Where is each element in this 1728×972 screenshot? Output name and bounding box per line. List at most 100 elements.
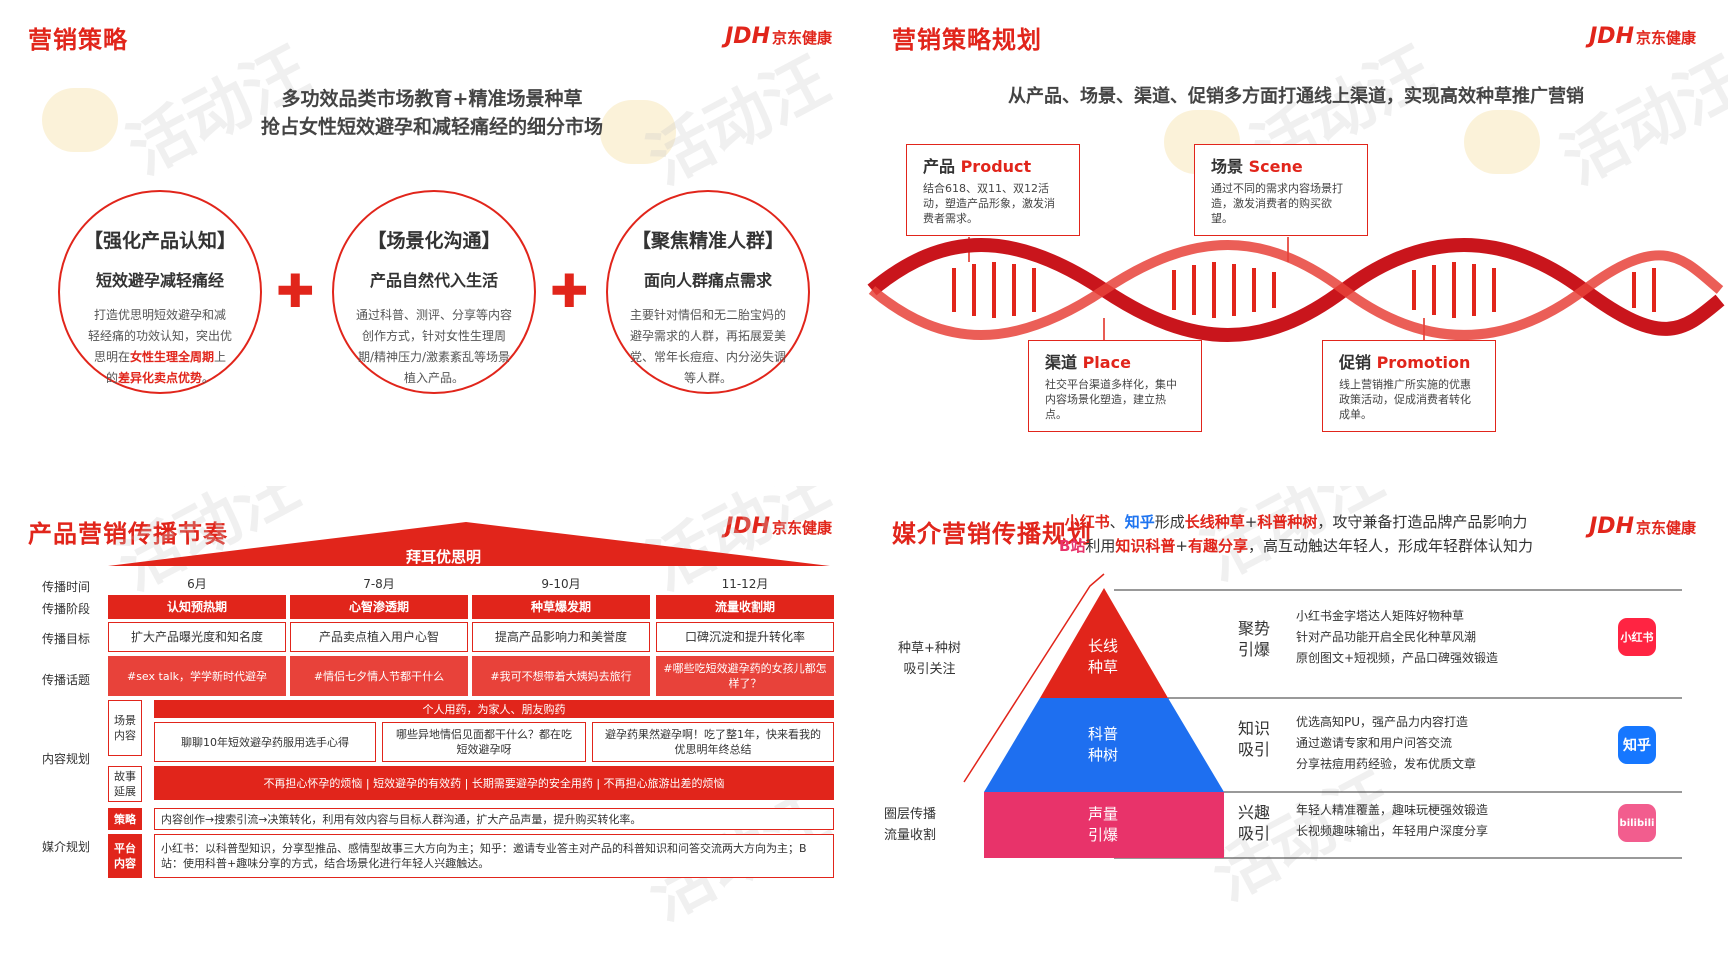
subtitle-line2: 抢占女性短效避孕和减轻痛经的细分市场 [260,116,603,138]
circle-target-audience: 【聚焦精准人群】 面向人群痛点需求 主要针对情侣和无二胎宝妈的避孕需求的人群，再… [606,190,810,394]
circle-heading: 【聚焦精准人群】 [631,230,784,252]
roof-title: 拜耳优思明 [406,548,482,566]
tier-lines: 小红书金字塔达人矩阵好物种草针对产品功能开启全民化种草风潮原创图文+短视频，产品… [1296,609,1499,665]
bilibili-icon: bilibili [1618,804,1656,842]
tier-lines: 年轻人精准覆盖，趣味玩梗强效锻造长视频趣味输出，年轻用户深度分享 [1296,803,1489,838]
stage-cell: 流量收割期 [656,595,834,619]
month-cell: 11-12月 [721,576,769,591]
circle-description: 打造优思明短效避孕和减 轻经痛的功效认知，突出优 思明在女性生理全周期上 的差异… [87,308,232,385]
pyramid-label-middle: 科普 种树 [1088,725,1119,764]
row-label-media: 媒介规划 [42,840,91,854]
tier-name: 知识 吸引 [1238,719,1271,759]
month-cell: 9-10月 [541,576,581,591]
intro-segment: 知乎 [1124,513,1155,531]
intro-line-2: B站利用知识科普+有趣分享，高互动触达年轻人，形成年轻群体认知力 [864,536,1728,557]
intro-segment: B站 [1058,537,1086,555]
box-product: 产品 Product 结合618、双11、双12活动，塑造产品形象，激发消费者需… [906,144,1080,236]
box-promotion: 促销 Promotion 线上营销推广所实施的优惠政策活动，促成消费者转化成单。 [1322,340,1496,432]
row-label-topic: 传播话题 [42,673,91,687]
circle-description: 主要针对情侣和无二胎宝妈的避孕需求的人群，再拓展爱美党、常年长痘痘、内分泌失调等… [629,308,786,385]
row-label-goal: 传播目标 [42,632,91,646]
goal-cell: 扩大产品曝光度和知名度 [108,622,286,652]
box-description: 结合618、双11、双12活动，塑造产品形象，激发消费者需求。 [923,182,1055,225]
intro-segment: 形成 [1154,513,1185,531]
panel-title: 媒介营销传播规划 [892,520,1092,548]
pyramid-middle [984,698,1224,792]
subtitle: 从产品、场景、渠道、促销多方面打通线上渠道，实现高效种草推广营销 [1008,86,1584,107]
subtitle-line1: 多功效品类市场教育+精准场景种草 [281,88,583,110]
circle-heading: 【强化产品认知】 [83,230,236,252]
stage-cell: 认知预热期 [108,595,286,619]
pyramid-bottom [984,792,1224,858]
circle-subheading: 产品自然代入生活 [369,271,498,290]
panel-title: 产品营销传播节奏 [28,520,228,548]
circle-scenario-communication: 【场景化沟通】 产品自然代入生活 通过科普、测评、分享等内容创作方式，针对女性生… [332,190,536,394]
intro-segment: + [1175,537,1188,555]
circle-subheading: 短效避孕减轻痛经 [95,271,224,290]
row-label-time: 传播时间 [42,580,91,594]
topic-cell: #哪些吃短效避孕药的女孩儿都怎样了？ [656,656,834,696]
intro-segment: 知识科普 [1115,537,1176,555]
scene-cell: 哪些异地情侣见面都干什么？都在吃短效避孕呀 [382,722,586,762]
tier-lines: 优选高知PU，强产品力内容打造通过邀请专家和用户问答交流分享祛痘用药经验，发布优… [1296,715,1477,771]
intro-segment: ，高互动触达年轻人，形成年轻群体认知力 [1248,537,1534,555]
intro-line-1: 小红书、知乎形成长线种草+科普种树，攻守兼备打造品牌产品影响力 [864,512,1728,533]
sub-label-strategy: 策略 [108,808,142,830]
left-label-harvest: 圈层传播 流量收割 [884,807,937,843]
topic-cell: #我可不想带着大姨妈去旅行 [472,656,650,696]
panel-title: 营销策略 [28,26,128,54]
goal-cell: 提高产品影响力和美誉度 [472,622,650,652]
left-label-attract: 种草+种树 吸引关注 [898,641,961,677]
platform-cell: 小红书：以科普型知识，分享型推品、感情型故事三大方向为主；知乎：邀请专业答主对产… [154,834,834,878]
goal-cell: 产品卖点植入用户心智 [290,622,468,652]
intro-segment: 有趣分享 [1188,537,1249,555]
strategy-cell: 内容创作→搜索引流→决策转化，利用有效内容与目标人群沟通，扩大产品声量，提升购买… [154,808,834,830]
box-place: 渠道 Place 社交平台渠道多样化，集中内容场景化塑造，建立热点。 [1028,340,1202,432]
scene-cell: 聊聊10年短效避孕药服用选手心得 [154,722,376,762]
circle-product-awareness: 【强化产品认知】 短效避孕减轻痛经 打造优思明短效避孕和减 轻经痛的功效认知，突… [58,190,262,394]
stage-cell: 心智渗透期 [290,595,468,619]
intro-segment: 、 [1109,513,1125,531]
topic-cell: #sex talk，学学新时代避孕 [108,656,286,696]
sub-label-scene: 场景 内容 [108,700,142,756]
helix-strand [867,238,1725,342]
plus-icon: ✚ [276,264,315,318]
pyramid [963,573,1682,859]
topic-cell: #情侣七夕情人节都干什么 [290,656,468,696]
zhihu-icon: 知乎 [1618,726,1656,764]
pyramid-label-top: 长线 种草 [1088,637,1119,676]
circle-subheading: 面向人群痛点需求 [643,271,772,290]
box-description: 通过不同的需求内容场景打造，激发消费者的购买欲望。 [1211,182,1343,225]
month-cell: 7-8月 [363,576,395,591]
row-label-stage: 传播阶段 [42,602,91,616]
story-cell: 不再担心怀孕的烦恼 | 短效避孕的有效药 | 长期需要避孕的安全用药 | 不再担… [154,766,834,800]
goal-cell: 口碑沉淀和提升转化率 [656,622,834,652]
helix-strand [868,240,1724,340]
pyramid-top [1040,588,1168,698]
scene-cell: 避孕药果然避孕啊！吃了整1年，快来看我的优思明年终总结 [592,722,834,762]
intro-segment: 利用 [1085,537,1116,555]
intro-segment: 小红书 [1064,513,1110,531]
xiaohongshu-icon: 小红书 [1618,618,1656,656]
intro-segment: ，攻守兼备打造品牌产品影响力 [1317,513,1528,531]
plus-icon: ✚ [550,264,589,318]
tier-name: 兴趣 吸引 [1238,803,1271,843]
panel-title: 营销策略规划 [892,26,1042,54]
circle-heading: 【场景化沟通】 [367,230,501,252]
row-label-content: 内容规划 [42,752,91,766]
sub-label-platform: 平台 内容 [108,834,142,878]
box-scene: 场景 Scene 通过不同的需求内容场景打造，激发消费者的购买欲望。 [1194,144,1368,236]
circle-description: 通过科普、测评、分享等内容创作方式，针对女性生理周期/精神压力/激素紊乱等场景植… [355,308,512,385]
box-description: 线上营销推广所实施的优惠政策活动，促成消费者转化成单。 [1339,378,1471,421]
roof-shape [108,522,830,566]
month-cell: 6月 [187,576,207,591]
helix-rungs [952,262,1656,318]
box-description: 社交平台渠道多样化，集中内容场景化塑造，建立热点。 [1045,378,1177,421]
